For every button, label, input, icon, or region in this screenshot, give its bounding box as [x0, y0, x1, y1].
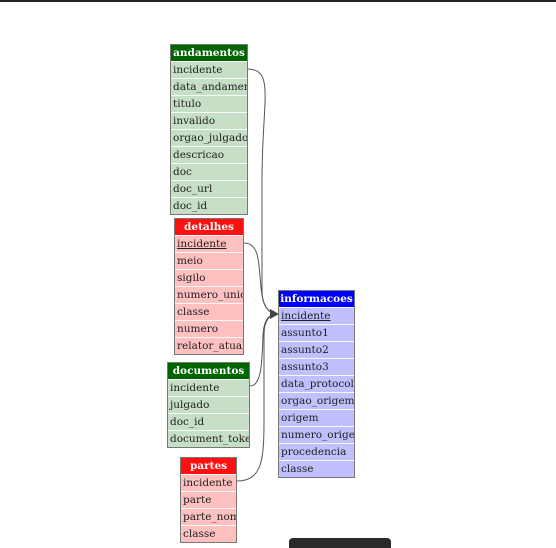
field-row: numero_origem — [279, 427, 354, 444]
table-header: informacoes — [279, 291, 354, 308]
field-row: doc_url — [171, 181, 247, 198]
primary-key-field: incidente — [175, 236, 243, 253]
field-row: orgao_origem — [279, 393, 354, 410]
field-row: doc — [171, 164, 247, 181]
field-row: doc_id — [168, 414, 249, 431]
field-row: assunto3 — [279, 359, 354, 376]
table-header: andamentos — [171, 45, 247, 62]
field-row: document_tokens — [170, 433, 249, 445]
field-row: sigilo — [175, 270, 243, 287]
field-row: descricao — [171, 147, 247, 164]
field-row: julgado — [168, 397, 249, 414]
field-row: incidente — [168, 380, 249, 397]
top-border — [0, 0, 556, 2]
table-detalhes[interactable]: detalhes incidente meio sigilo numero_un… — [174, 218, 244, 355]
field-row: classe — [281, 463, 314, 475]
table-header: detalhes — [175, 219, 243, 236]
table-andamentos[interactable]: andamentos incidente data_andamento titu… — [170, 44, 248, 215]
field-row: data_protocolo — [279, 376, 354, 393]
field-row: orgao_julgador — [171, 130, 247, 147]
field-row: parte_nome — [181, 509, 236, 526]
field-row: doc_id — [173, 200, 208, 212]
field-row: meio — [175, 253, 243, 270]
field-row: numero — [175, 321, 243, 338]
primary-key-field: incidente — [279, 308, 354, 325]
field-row: relator_atual — [177, 340, 243, 352]
field-row: numero_unico — [175, 287, 243, 304]
field-row: classe — [175, 304, 243, 321]
edge-andamentos-informacoes — [247, 68, 279, 315]
table-documentos[interactable]: documentos incidente julgado doc_id docu… — [167, 362, 250, 448]
field-row: data_andamento — [171, 79, 247, 96]
field-row: invalido — [171, 113, 247, 130]
field-row: incidente — [171, 62, 247, 79]
arrowhead — [270, 309, 279, 319]
edge-detalhes-informacoes — [243, 242, 279, 315]
table-partes[interactable]: partes incidente parte parte_nome classe — [180, 457, 237, 543]
field-row: incidente — [181, 475, 236, 492]
field-row: origem — [279, 410, 354, 427]
field-row: procedencia — [279, 444, 354, 461]
field-row: assunto2 — [279, 342, 354, 359]
table-header: documentos — [168, 363, 249, 380]
bottom-tab[interactable] — [289, 538, 391, 548]
field-row: assunto1 — [279, 325, 354, 342]
table-header: partes — [181, 458, 236, 475]
field-row: classe — [183, 528, 216, 540]
field-row: parte — [181, 492, 236, 509]
table-informacoes[interactable]: informacoes incidente assunto1 assunto2 … — [278, 290, 355, 478]
field-row: titulo — [171, 96, 247, 113]
